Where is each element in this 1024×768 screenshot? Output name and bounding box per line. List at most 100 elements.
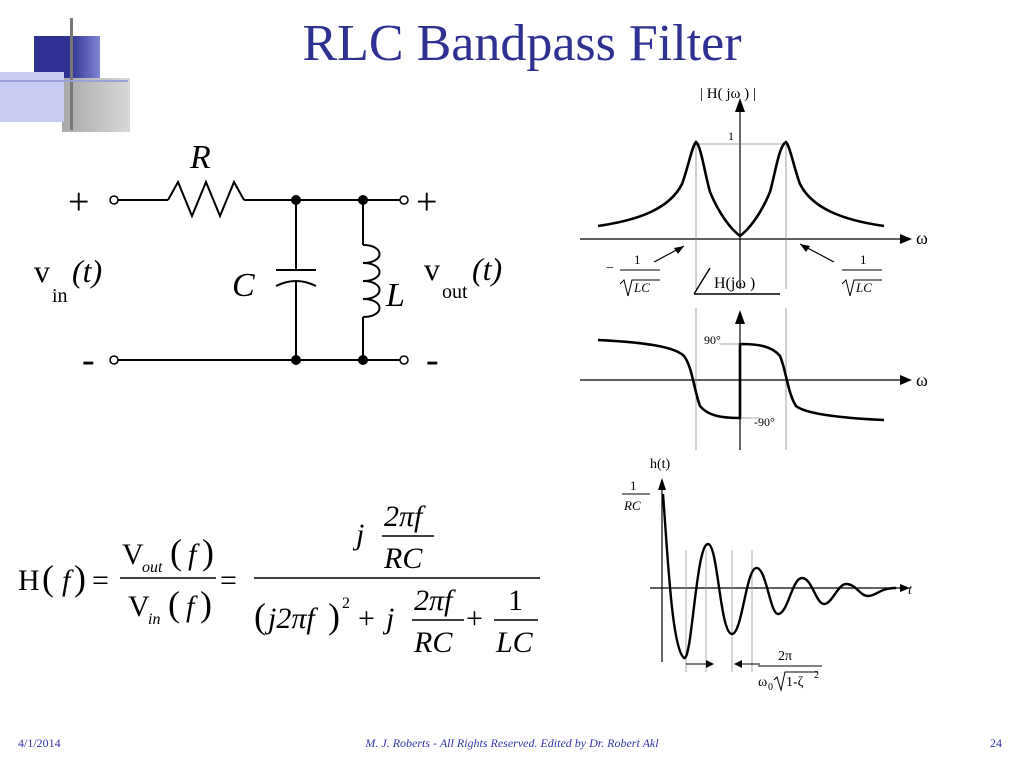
svg-text:2π: 2π bbox=[778, 649, 792, 664]
svg-text:1: 1 bbox=[634, 252, 641, 267]
inductor-coil bbox=[362, 244, 381, 318]
svg-text:H(jω ): H(jω ) bbox=[714, 275, 755, 292]
eq-den-2pif: 2πf bbox=[414, 584, 456, 617]
svg-text:): ) bbox=[74, 558, 86, 598]
imp-ylabel: h(t) bbox=[650, 457, 671, 472]
svg-text:2: 2 bbox=[814, 670, 819, 681]
plus-left: + bbox=[68, 181, 89, 223]
inductor-label: L bbox=[385, 277, 405, 314]
mag-ylabel: | H( jω ) | bbox=[700, 86, 756, 102]
svg-text:1-ζ: 1-ζ bbox=[786, 675, 804, 690]
svg-text:1: 1 bbox=[630, 478, 637, 493]
svg-text:−: − bbox=[606, 261, 614, 276]
svg-text:in: in bbox=[52, 285, 68, 307]
svg-text:ω: ω bbox=[758, 675, 767, 690]
svg-text:(: ( bbox=[170, 532, 182, 572]
eq-vout: V bbox=[122, 538, 144, 571]
mag-y-arrow bbox=[735, 98, 745, 112]
svg-text:v: v bbox=[34, 253, 50, 289]
terminal-in-bottom bbox=[109, 355, 119, 365]
terminal-in-top bbox=[109, 195, 119, 205]
eq-num-rc: RC bbox=[383, 542, 423, 575]
node-bottom-2 bbox=[358, 355, 368, 365]
capacitor-label: C bbox=[232, 267, 255, 304]
impulse-response-plot: h(t) 1 RC t 2π ω 0 1-ζ 2 bbox=[622, 457, 913, 693]
phase-xlabel: ω bbox=[916, 370, 928, 390]
svg-text:(: ( bbox=[42, 558, 54, 598]
terminal-out-bottom bbox=[399, 355, 409, 365]
minus-right: - bbox=[426, 339, 439, 381]
svg-text:LC: LC bbox=[633, 280, 650, 295]
phase-top-label: 90° bbox=[704, 333, 721, 347]
vout-label: v out (t) bbox=[424, 251, 502, 303]
impulse-curve bbox=[661, 493, 897, 660]
mag-x-arrow bbox=[900, 234, 912, 244]
eq-vin-sub: in bbox=[148, 611, 160, 628]
eq-num-2pif: 2πf bbox=[384, 500, 426, 533]
eq-equals-2: = bbox=[220, 564, 237, 597]
svg-text:1: 1 bbox=[860, 252, 867, 267]
imp-xlabel: t bbox=[908, 583, 913, 598]
phase-y-arrow bbox=[735, 310, 745, 324]
phase-label: H(jω ) bbox=[693, 267, 780, 295]
svg-text:out: out bbox=[442, 281, 468, 303]
mag-left-freq-label: − 1 LC bbox=[606, 252, 660, 297]
imp-y0-label: 1 RC bbox=[622, 478, 650, 513]
plus-right: + bbox=[416, 181, 437, 223]
footer-copyright: M. J. Roberts - All Rights Reserved. Edi… bbox=[365, 736, 659, 750]
decor-square-gray bbox=[62, 78, 130, 132]
svg-text:(t): (t) bbox=[72, 253, 102, 289]
magnitude-response-plot: | H( jω ) | 1 ω − 1 LC 1 LC bbox=[580, 86, 928, 297]
eq-den-one: 1 bbox=[508, 584, 523, 617]
node-top-2 bbox=[358, 195, 368, 205]
svg-text:0: 0 bbox=[768, 682, 773, 693]
eq-den-lc: LC bbox=[495, 626, 534, 659]
eq-vin: V bbox=[128, 590, 150, 623]
phase-curve bbox=[597, 338, 885, 422]
svg-text:(: ( bbox=[254, 596, 266, 636]
svg-text:): ) bbox=[328, 596, 340, 636]
imp-y-arrow bbox=[658, 478, 666, 490]
node-top-1 bbox=[291, 195, 301, 205]
svg-text:): ) bbox=[200, 584, 212, 624]
vin-label: v in (t) bbox=[34, 253, 102, 307]
eq-plus-1: + bbox=[358, 602, 375, 635]
resistor-symbol bbox=[167, 179, 245, 219]
mag-right-freq-label: 1 LC bbox=[841, 252, 882, 297]
svg-text:f: f bbox=[188, 538, 200, 571]
terminal-out-top bbox=[399, 195, 409, 205]
svg-text:(t): (t) bbox=[472, 251, 502, 287]
svg-text:LC: LC bbox=[855, 280, 872, 295]
eq-vout-sub: out bbox=[142, 559, 163, 576]
eq-equals-1: = bbox=[92, 564, 109, 597]
svg-text:f: f bbox=[186, 590, 198, 623]
rlc-circuit-diagram: + + - - R C L v in (t) v out (t) bbox=[34, 139, 502, 381]
eq-lhs-arg: f bbox=[62, 564, 74, 597]
phase-x-arrow bbox=[900, 375, 912, 385]
imp-x-arrow bbox=[900, 584, 910, 592]
decor-line-vertical bbox=[70, 18, 73, 130]
eq-lhs: H bbox=[18, 564, 40, 597]
svg-text:): ) bbox=[202, 532, 214, 572]
eq-plus-2: + bbox=[466, 602, 483, 635]
footer-date: 4/1/2014 bbox=[18, 736, 61, 750]
eq-den-rc: RC bbox=[413, 626, 453, 659]
eq-den-j: j bbox=[382, 602, 394, 635]
svg-text:RC: RC bbox=[623, 498, 641, 513]
svg-text:(: ( bbox=[168, 584, 180, 624]
transfer-function-equation: H ( f ) = V out ( f ) V in ( f ) = j 2πf… bbox=[18, 500, 540, 659]
mag-peak-label: 1 bbox=[728, 129, 734, 143]
svg-text:v: v bbox=[424, 251, 440, 287]
eq-den-j2pif: j2πf bbox=[264, 602, 318, 635]
mag-xlabel: ω bbox=[916, 228, 928, 248]
eq-num-j: j bbox=[352, 518, 364, 551]
imp-period-label: 2π ω 0 1-ζ 2 bbox=[758, 649, 822, 693]
phase-bottom-label: -90° bbox=[754, 415, 775, 429]
node-bottom-1 bbox=[291, 355, 301, 365]
page-number: 24 bbox=[990, 736, 1002, 750]
eq-den-square: 2 bbox=[342, 595, 350, 612]
resistor-label: R bbox=[189, 139, 211, 176]
phase-response-plot: H(jω ) 90° -90° ω bbox=[580, 267, 928, 450]
magnitude-curve bbox=[597, 140, 885, 238]
decor-line-horizontal bbox=[0, 80, 128, 82]
